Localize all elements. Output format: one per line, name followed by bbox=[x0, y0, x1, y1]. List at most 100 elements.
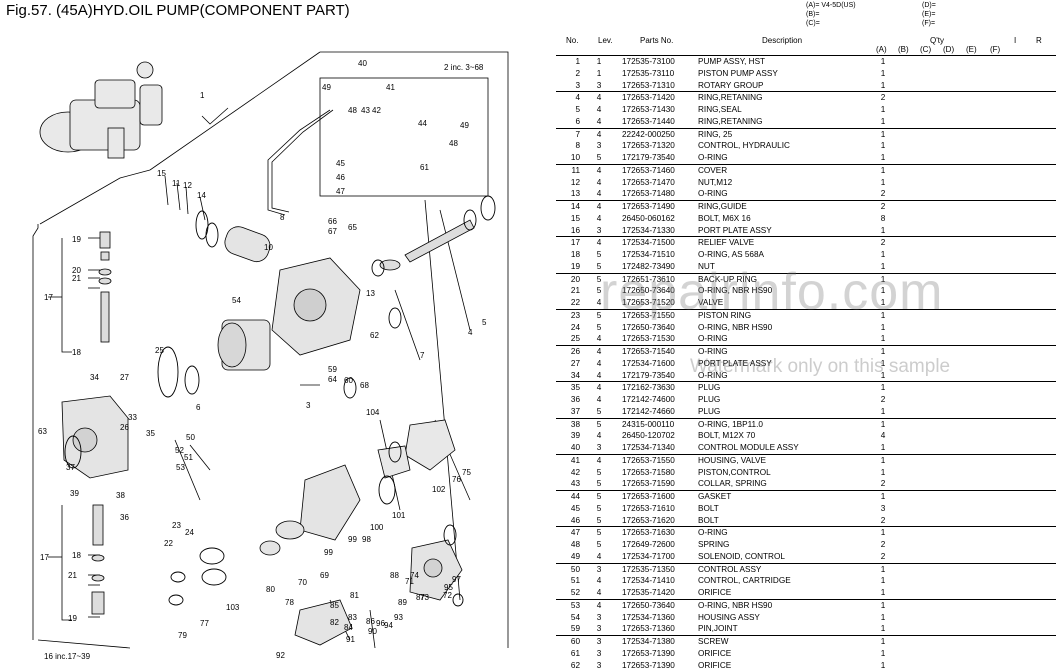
legend-item: (C)= bbox=[806, 19, 856, 28]
cable-line-2 bbox=[272, 110, 333, 212]
quantity-a-cell: 1 bbox=[878, 249, 888, 261]
header-a: (A) bbox=[876, 45, 887, 54]
part-no-cell: 47 bbox=[556, 527, 580, 539]
description-cell: RELIEF VALVE bbox=[698, 237, 754, 249]
label-39: 39 bbox=[70, 489, 79, 498]
label-22: 22 bbox=[164, 539, 173, 548]
header-i: I bbox=[1014, 36, 1016, 45]
level-cell: 5 bbox=[592, 467, 606, 479]
quantity-a-cell: 1 bbox=[878, 600, 888, 612]
label-89: 89 bbox=[398, 598, 407, 607]
label-96: 96 bbox=[376, 619, 385, 628]
label-13: 13 bbox=[366, 289, 375, 298]
level-cell: 3 bbox=[592, 612, 606, 624]
part-no-cell: 13 bbox=[556, 188, 580, 200]
parts-number-cell: 172534-71600 bbox=[622, 358, 675, 370]
level-cell: 4 bbox=[592, 129, 606, 141]
label-72: 72 bbox=[443, 591, 452, 600]
description-cell: O-RING, NBR HS90 bbox=[698, 322, 772, 334]
part-no-cell: 2 bbox=[556, 68, 580, 80]
gear-pump-illustration bbox=[260, 465, 360, 555]
quantity-a-cell: 2 bbox=[878, 92, 888, 104]
label-92: 92 bbox=[276, 651, 285, 660]
description-cell: CONTROL, CARTRIDGE bbox=[698, 575, 791, 587]
cable-line bbox=[268, 110, 330, 215]
parts-number-cell: 172653-71320 bbox=[622, 140, 675, 152]
part-no-cell: 21 bbox=[556, 285, 580, 297]
label-75: 75 bbox=[462, 468, 471, 477]
parts-number-cell: 172650-73640 bbox=[622, 600, 675, 612]
level-cell: 1 bbox=[592, 56, 606, 68]
quantity-a-cell: 1 bbox=[878, 660, 888, 671]
quantity-a-cell: 1 bbox=[878, 491, 888, 503]
quantity-a-cell: 1 bbox=[878, 612, 888, 624]
level-cell: 4 bbox=[592, 104, 606, 116]
label-53: 53 bbox=[176, 463, 185, 472]
quantity-a-cell: 1 bbox=[878, 165, 888, 177]
header-c: (C) bbox=[920, 45, 931, 54]
parts-number-cell: 172653-71580 bbox=[622, 467, 675, 479]
label-86: 86 bbox=[366, 617, 375, 626]
header-r: R bbox=[1036, 36, 1042, 45]
label-3: 3 bbox=[306, 401, 311, 410]
part-no-cell: 10 bbox=[556, 152, 580, 164]
quantity-a-cell: 1 bbox=[878, 623, 888, 635]
label-61: 61 bbox=[420, 163, 429, 172]
label-34: 34 bbox=[90, 373, 99, 382]
part-no-cell: 60 bbox=[556, 636, 580, 648]
level-cell: 5 bbox=[592, 419, 606, 431]
label-5: 5 bbox=[482, 318, 487, 327]
label-48a: 48 bbox=[348, 106, 357, 115]
description-cell: RING,RETANING bbox=[698, 92, 762, 104]
legend-item: (E)= bbox=[922, 10, 936, 19]
label-82: 82 bbox=[330, 618, 339, 627]
label-67: 67 bbox=[328, 227, 337, 236]
label-78: 78 bbox=[285, 598, 294, 607]
legend-item: (D)= bbox=[922, 1, 936, 10]
frame-bottom-line bbox=[38, 640, 130, 648]
parts-number-cell: 172535-73100 bbox=[622, 56, 675, 68]
label-4: 4 bbox=[468, 328, 473, 337]
label-80: 80 bbox=[266, 585, 275, 594]
parts-number-cell: 172535-73110 bbox=[622, 68, 674, 80]
description-cell: SCREW bbox=[698, 636, 728, 648]
parts-number-cell: 26450-120702 bbox=[622, 430, 675, 442]
part-no-cell: 36 bbox=[556, 394, 580, 406]
parts-number-cell: 172653-71420 bbox=[622, 92, 675, 104]
description-cell: O-RING bbox=[698, 152, 728, 164]
part-no-cell: 11 bbox=[556, 165, 580, 177]
part-no-cell: 14 bbox=[556, 201, 580, 213]
description-cell: CONTROL MODULE ASSY bbox=[698, 442, 799, 454]
label-41: 41 bbox=[386, 83, 395, 92]
parts-number-cell: 172653-71470 bbox=[622, 177, 675, 189]
level-cell: 3 bbox=[592, 660, 606, 671]
label-1: 1 bbox=[200, 91, 205, 100]
part-no-cell: 26 bbox=[556, 346, 580, 358]
part-no-cell: 50 bbox=[556, 564, 580, 576]
part-no-cell: 54 bbox=[556, 612, 580, 624]
label-64: 64 bbox=[328, 375, 337, 384]
quantity-a-cell: 2 bbox=[878, 551, 888, 563]
label-12: 12 bbox=[183, 181, 192, 190]
label-85: 85 bbox=[330, 601, 339, 610]
part-no-cell: 40 bbox=[556, 442, 580, 454]
quantity-a-cell: 1 bbox=[878, 116, 888, 128]
part-no-cell: 5 bbox=[556, 104, 580, 116]
watermark-subtext: Watermark only on this sample bbox=[690, 356, 950, 378]
level-cell: 4 bbox=[592, 551, 606, 563]
parts-number-cell: 172534-71510 bbox=[622, 249, 675, 261]
label-21b: 21 bbox=[68, 571, 77, 580]
quantity-a-cell: 1 bbox=[878, 648, 888, 660]
description-cell: O-RING, 1BP11.0 bbox=[698, 419, 763, 431]
